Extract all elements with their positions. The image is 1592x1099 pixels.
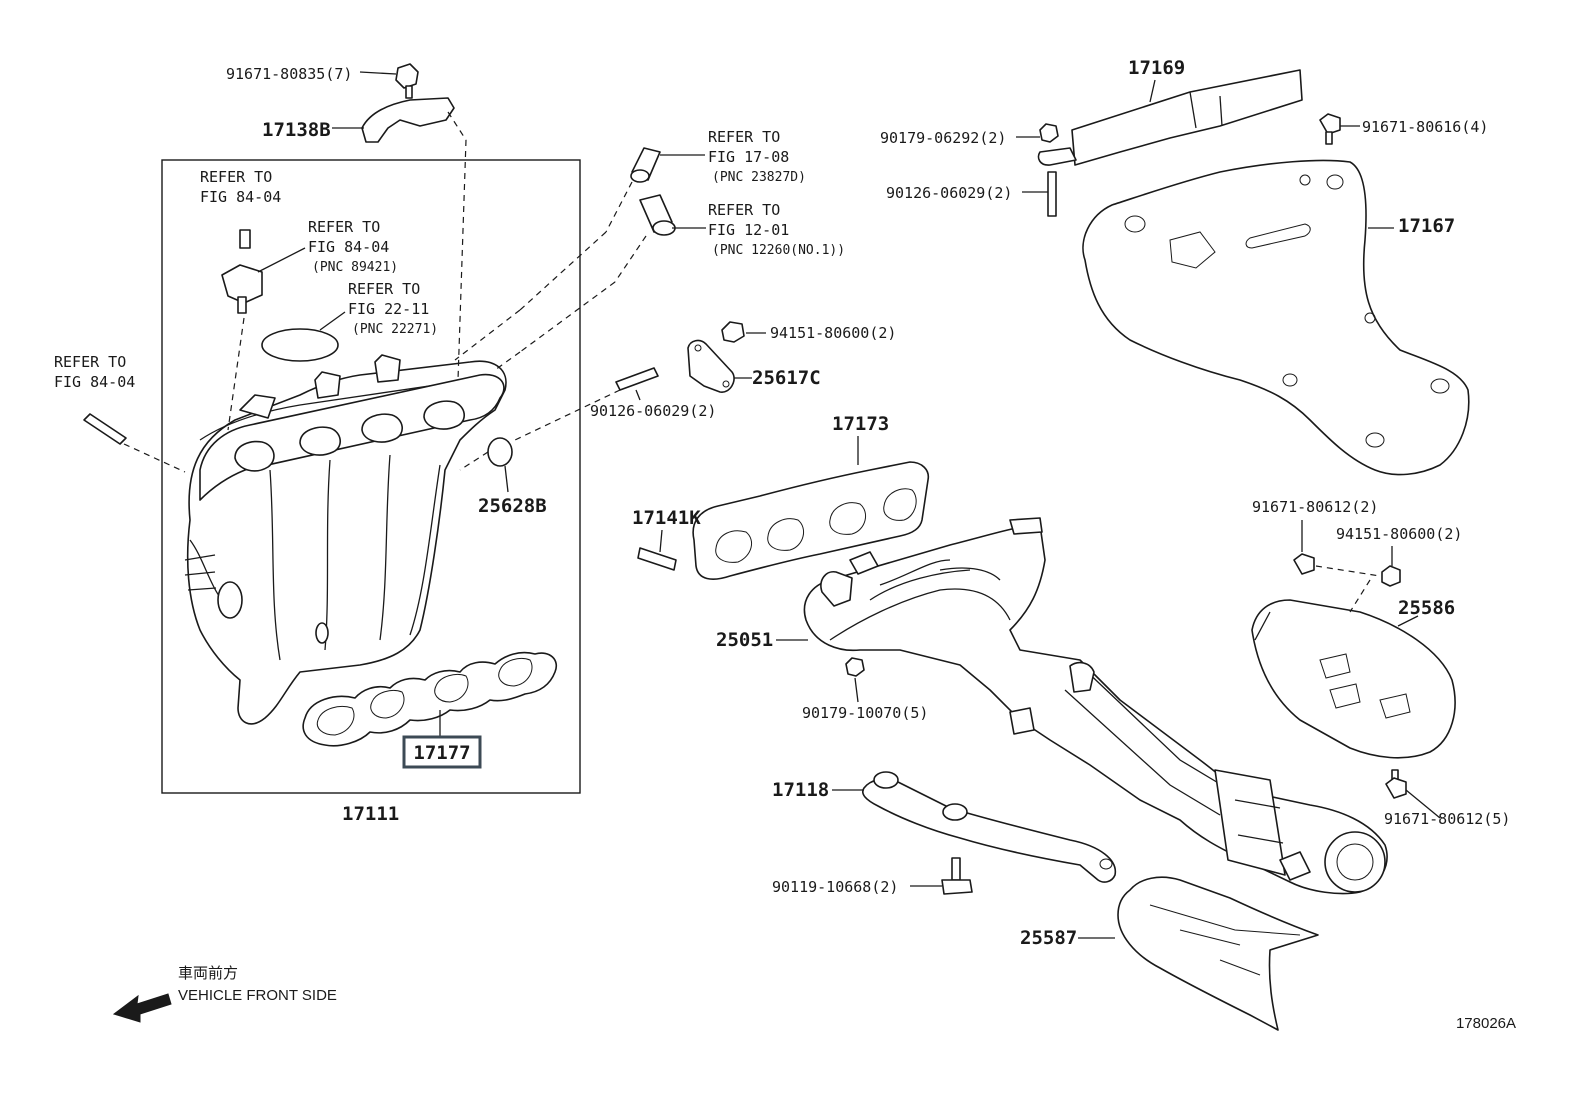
vehicle-front-jp: 車両前方 (178, 965, 238, 982)
nut-94151-80600-b[interactable] (1381, 565, 1401, 587)
ref6-fig[interactable]: FIG 12-01 (708, 221, 789, 239)
exhaust-manifold-25051[interactable] (803, 517, 1388, 895)
label-25628B[interactable]: 25628B (478, 495, 547, 517)
bracket-17118[interactable] (862, 771, 1117, 883)
gasket-17173[interactable] (692, 461, 930, 580)
label-90179-10070[interactable]: 90179-10070(5) (802, 704, 928, 722)
arrow-left-icon (112, 993, 172, 1023)
ref5-fig[interactable]: FIG 17-08 (708, 148, 789, 166)
ref1-title: REFER TO (200, 168, 272, 186)
ref2-title: REFER TO (308, 218, 380, 236)
vehicle-front-en: VEHICLE FRONT SIDE (178, 987, 337, 1004)
ref5-title: REFER TO (708, 128, 780, 146)
highlight-box-17177 (402, 735, 482, 769)
label-17169[interactable]: 17169 (1128, 57, 1185, 79)
label-17111[interactable]: 17111 (342, 803, 399, 825)
label-90119-10668[interactable]: 90119-10668(2) (772, 878, 898, 896)
hose-23827D[interactable] (630, 147, 661, 183)
bolt-91671-80612-a[interactable] (1293, 553, 1315, 575)
bolt-91671-80612-b[interactable] (1385, 769, 1407, 799)
insulator-25586[interactable] (1251, 599, 1456, 759)
plate-25617C[interactable] (687, 339, 735, 393)
intake-group-box (161, 159, 581, 794)
label-91671-80835[interactable]: 91671-80835(7) (226, 65, 352, 83)
label-25587[interactable]: 25587 (1020, 927, 1077, 949)
o-ring-22271[interactable] (261, 328, 339, 362)
label-25586[interactable]: 25586 (1398, 597, 1455, 619)
ref3-pnc: (PNC 22271) (352, 322, 438, 337)
label-91671-80612-a[interactable]: 91671-80612(2) (1252, 498, 1378, 516)
hose-12260[interactable] (639, 194, 676, 236)
diagram-id: 178026A (1456, 1015, 1516, 1032)
stud-90126-06029-a[interactable] (615, 367, 659, 391)
label-17141K[interactable]: 17141K (632, 507, 701, 529)
nut-90179-06292[interactable] (1039, 123, 1059, 143)
label-90179-06292[interactable]: 90179-06292(2) (880, 129, 1006, 147)
label-91671-80616[interactable]: 91671-80616(4) (1362, 118, 1488, 136)
ref6-pnc: (PNC 12260(NO.1)) (712, 243, 845, 258)
stud-left[interactable] (83, 413, 127, 445)
ref1-fig[interactable]: FIG 84-04 (200, 188, 281, 206)
nut-94151-80600-a[interactable] (721, 321, 745, 343)
label-90126-06029-a[interactable]: 90126-06029(2) (590, 402, 716, 420)
label-25617C[interactable]: 25617C (752, 367, 821, 389)
ref5-pnc: (PNC 23827D) (712, 170, 806, 185)
label-91671-80612-b[interactable]: 91671-80612(5) (1384, 810, 1510, 828)
sensor-89421[interactable] (221, 229, 263, 314)
insulator-17167[interactable] (1082, 159, 1470, 476)
bolt-90119-10668[interactable] (941, 857, 973, 895)
bolt-91671-80835[interactable] (395, 63, 419, 99)
label-17173[interactable]: 17173 (832, 413, 889, 435)
nut-90179-10070[interactable] (845, 657, 865, 677)
bracket-17138B[interactable] (361, 97, 455, 143)
label-17138B[interactable]: 17138B (262, 119, 331, 141)
ref2-pnc: (PNC 89421) (312, 260, 398, 275)
label-90126-06029-b[interactable]: 90126-06029(2) (886, 184, 1012, 202)
ref4-title: REFER TO (54, 353, 126, 371)
ref3-title: REFER TO (348, 280, 420, 298)
ref3-fig[interactable]: FIG 22-11 (348, 300, 429, 318)
ref4-fig[interactable]: FIG 84-04 (54, 373, 135, 391)
o-ring-25628B[interactable] (487, 437, 513, 467)
label-17177[interactable]: 17177 (413, 742, 470, 764)
ref6-title: REFER TO (708, 201, 780, 219)
label-17167[interactable]: 17167 (1398, 215, 1455, 237)
intake-manifold-17111[interactable] (184, 354, 507, 725)
insulator-25587[interactable] (1117, 876, 1319, 1031)
insulator-17169[interactable] (1037, 69, 1303, 166)
label-17118[interactable]: 17118 (772, 779, 829, 801)
stud-17141K[interactable] (637, 547, 677, 571)
label-94151-80600-b[interactable]: 94151-80600(2) (1336, 525, 1462, 543)
label-94151-80600-a[interactable]: 94151-80600(2) (770, 324, 896, 342)
stud-90126-06029-b[interactable] (1047, 171, 1057, 217)
label-25051[interactable]: 25051 (716, 629, 773, 651)
gasket-17177[interactable] (302, 651, 557, 747)
bolt-91671-80616[interactable] (1319, 113, 1341, 145)
ref2-fig[interactable]: FIG 84-04 (308, 238, 389, 256)
